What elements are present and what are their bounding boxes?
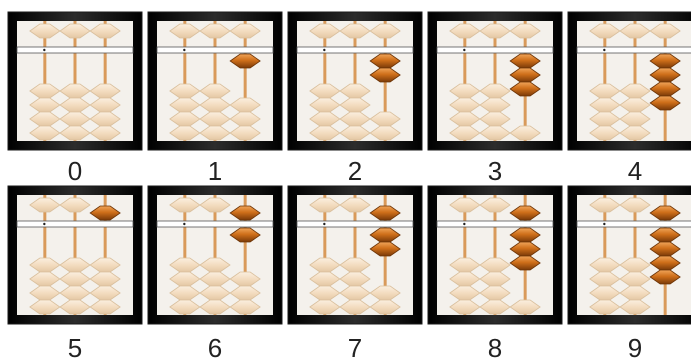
unit-dot [43,49,45,51]
abacus-panel-7: 7 [288,186,422,363]
abacus-beam [17,47,133,53]
abacus-beam [297,221,413,227]
unit-dot [183,223,185,225]
abacus-panel-0: 0 [8,12,142,186]
unit-dot [603,49,605,51]
digit-label: 9 [628,333,642,363]
abacus-beam [17,221,133,227]
unit-dot [463,49,465,51]
abacus-panel-9: 9 [568,186,691,363]
abacus-beam [437,47,553,53]
unit-dot [463,223,465,225]
digit-label: 6 [208,333,222,363]
abacus-beam [577,221,691,227]
digit-label: 2 [348,156,362,186]
unit-dot [603,223,605,225]
abacus-panel-6: 6 [148,186,282,363]
unit-dot [43,223,45,225]
digit-label: 7 [348,333,362,363]
abacus-panel-1: 1 [148,12,282,186]
abacus-beam [297,47,413,53]
digit-label: 1 [208,156,222,186]
abacus-beam [157,221,273,227]
abacus-panel-2: 2 [288,12,422,186]
unit-dot [183,49,185,51]
abacus-beam [577,47,691,53]
abacus-panel-8: 8 [428,186,562,363]
digit-label: 0 [68,156,82,186]
abacus-panel-3: 3 [428,12,562,186]
abacus-panel-4: 4 [568,12,691,186]
digit-label: 3 [488,156,502,186]
digit-label: 4 [628,156,642,186]
unit-dot [323,223,325,225]
digit-label: 8 [488,333,502,363]
abacus-panel-5: 5 [8,186,142,363]
abacus-beam [157,47,273,53]
abacus-beam [437,221,553,227]
digit-label: 5 [68,333,82,363]
unit-dot [323,49,325,51]
